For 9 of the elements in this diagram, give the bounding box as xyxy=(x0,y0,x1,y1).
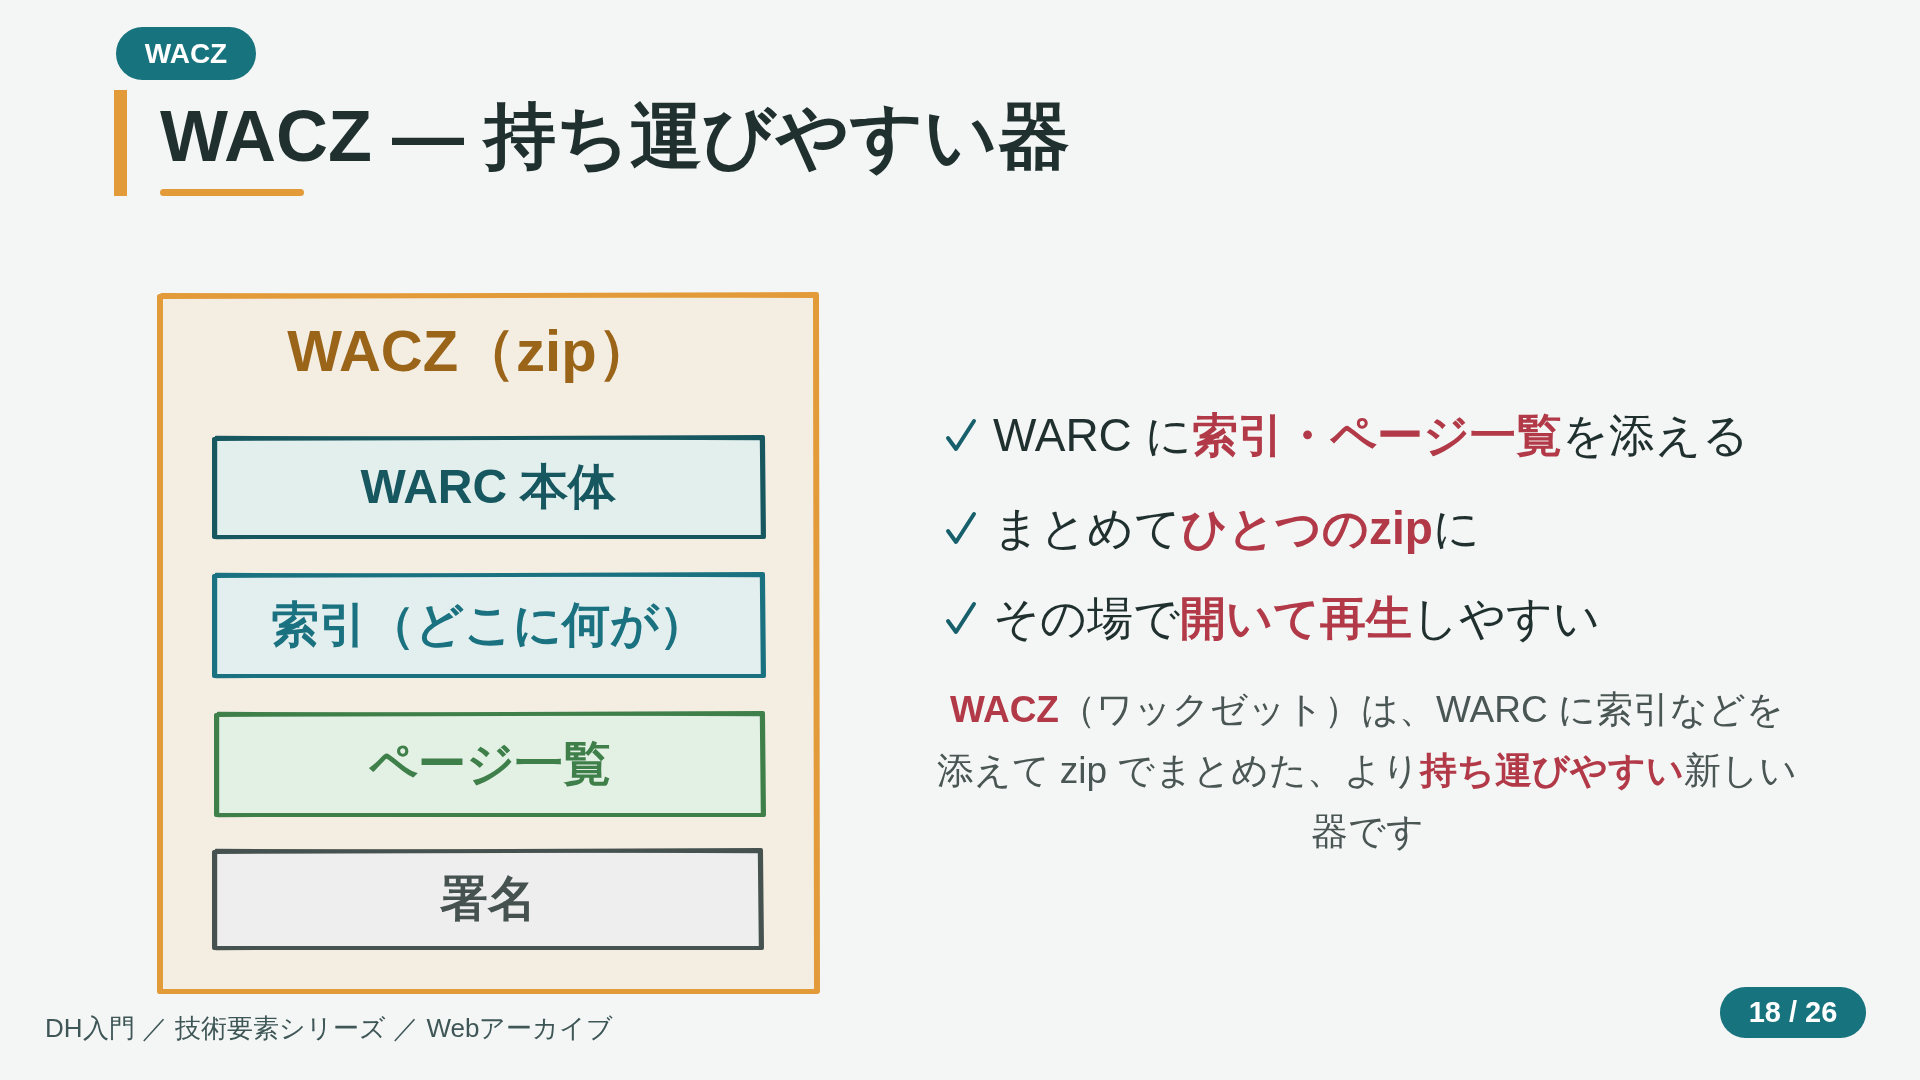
slide-title: WACZ — 持ち運びやすい器 xyxy=(160,96,1070,176)
footer-text: DH入門 ／ 技術要素シリーズ ／ Webアーカイブ xyxy=(45,1012,614,1045)
bullet-text: その場で開いて再生しやすい xyxy=(993,591,1600,646)
description-text: WACZ（ワックゼット）は、WARC に索引などを添えて zip でまとめた、より持ち運びやすい新しい器です xyxy=(935,688,1799,854)
page-number: 18 / 26 xyxy=(1720,987,1866,1038)
box-heading: WACZ（zip） xyxy=(287,317,655,385)
bullet-text: WARC に索引・ページ一覧を添える xyxy=(993,408,1749,463)
bullet-text: まとめてひとつのzipに xyxy=(993,501,1480,556)
section-tag: WACZ xyxy=(116,27,256,80)
